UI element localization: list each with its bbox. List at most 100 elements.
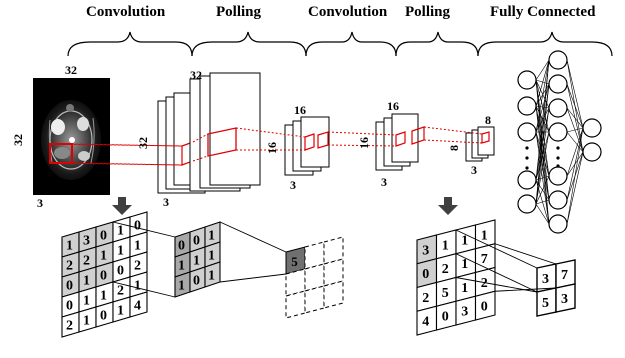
fc-edge <box>535 131 550 205</box>
conv-input-cell <box>129 291 148 318</box>
conv-output-empty-cell <box>323 258 344 287</box>
pool-input-cell <box>474 290 496 321</box>
ellipsis-dots <box>525 166 529 170</box>
dim-pool2-height: 8 <box>447 145 461 151</box>
conv-output-empty-cell <box>304 241 325 270</box>
dim-conv1-depth: 3 <box>163 195 169 209</box>
conv-input-value: 0 <box>66 279 73 294</box>
fc-edge <box>566 107 584 129</box>
conv-output-empty-cell <box>285 268 306 297</box>
fc-edge <box>535 131 550 201</box>
fc-neuron <box>517 194 537 214</box>
pool-output-value: 3 <box>561 292 568 307</box>
fc-edge <box>566 83 584 129</box>
pool-input-value: 5 <box>442 286 449 301</box>
pool-output-value: 3 <box>542 272 549 287</box>
conv-input-value: 1 <box>134 279 141 294</box>
fc-neuron <box>517 170 537 190</box>
conv-input-value: 0 <box>100 229 107 244</box>
conv-input-value: 1 <box>117 224 124 239</box>
brace-convolution-1 <box>67 31 193 57</box>
pool-input-value: 0 <box>481 300 488 315</box>
kernel-value: 0 <box>193 274 200 289</box>
dim-conv2-height: 16 <box>357 137 371 149</box>
fc-neuron <box>517 70 537 90</box>
fc-edge <box>535 83 550 205</box>
conv-input-value: 2 <box>66 259 73 274</box>
conv-input-value: 0 <box>66 299 73 314</box>
conv-output-empty-cell <box>285 290 306 319</box>
fc-connections <box>535 59 584 225</box>
dim-input-width: 32 <box>65 63 77 77</box>
projection-lines <box>49 126 483 166</box>
fc-edge <box>566 127 584 133</box>
conv-output-empty-cell <box>304 263 325 292</box>
ellipsis-dots <box>556 164 560 168</box>
conv-input-value: 0 <box>117 264 124 279</box>
dim-pool1-width: 16 <box>294 103 306 117</box>
conv-input-value: 1 <box>83 314 90 329</box>
pool-input-value: 4 <box>422 315 429 330</box>
fc-neuron <box>582 118 602 138</box>
pool-output-value: 5 <box>542 296 549 311</box>
fc-edge <box>535 59 550 181</box>
conv-input-value: 2 <box>134 259 141 274</box>
fc-edge <box>535 79 550 177</box>
fc-edge <box>535 199 550 205</box>
kernel-value: 1 <box>178 259 185 274</box>
ellipsis-dots <box>525 146 529 150</box>
dim-conv2-width: 16 <box>387 99 399 113</box>
pool-connectors <box>455 229 557 293</box>
kernel-value: 1 <box>178 279 185 294</box>
conv-output-grid: 5 <box>285 236 344 319</box>
fc-edge <box>535 83 550 133</box>
fc-edge <box>535 59 550 81</box>
conv-output-empty-cell <box>323 236 344 265</box>
dim-conv1-width: 32 <box>190 68 202 82</box>
stage-label-convolution-2: Convolution <box>308 4 388 20</box>
pool2-feature-maps <box>375 113 425 171</box>
fc-edge <box>566 127 584 225</box>
fc-edge <box>535 59 550 205</box>
pool-input-value: 2 <box>442 262 449 277</box>
pool-input-value: 0 <box>442 310 449 325</box>
conv-input-value: 1 <box>83 294 90 309</box>
fc-neuron <box>548 74 568 94</box>
fc-edge <box>535 105 550 177</box>
stage-label-polling-2: Polling <box>405 4 451 20</box>
ct-scan-image <box>33 78 110 195</box>
fc-edge <box>535 107 550 205</box>
conv-input-value: 4 <box>134 299 141 314</box>
pool-input-value: 1 <box>461 281 468 296</box>
ellipsis-dots <box>556 156 560 160</box>
conv-input-value: 1 <box>66 239 73 254</box>
fc-neuron <box>582 142 602 162</box>
fc-neuron <box>548 214 568 234</box>
fc-edge <box>566 59 584 129</box>
brace-fully-connected <box>477 31 613 57</box>
conv-input-value: 2 <box>117 284 124 299</box>
conv-input-value: 2 <box>83 254 90 269</box>
fc-edge <box>566 127 584 201</box>
conv-output-empty-cell <box>304 285 325 314</box>
pool-input-value: 2 <box>481 276 488 291</box>
conv-input-value: 1 <box>117 304 124 319</box>
fc-edge <box>535 203 550 225</box>
fc-neuron <box>548 190 568 210</box>
conv-output-empty-cell <box>323 280 344 309</box>
down-arrow-icon <box>112 197 132 215</box>
fc-edge <box>535 59 550 133</box>
fc-edge <box>566 127 584 177</box>
down-arrow-icon <box>438 197 458 215</box>
fc-edge <box>535 59 550 107</box>
pool-input-value: 0 <box>422 267 429 282</box>
pool-input-value: 3 <box>422 243 429 258</box>
stage-label-polling-1: Polling <box>216 4 262 20</box>
dim-input-depth: 3 <box>37 196 43 210</box>
fc-neuron <box>548 166 568 186</box>
pool-input-value: 1 <box>461 257 468 272</box>
conv-input-value: 0 <box>134 219 141 234</box>
